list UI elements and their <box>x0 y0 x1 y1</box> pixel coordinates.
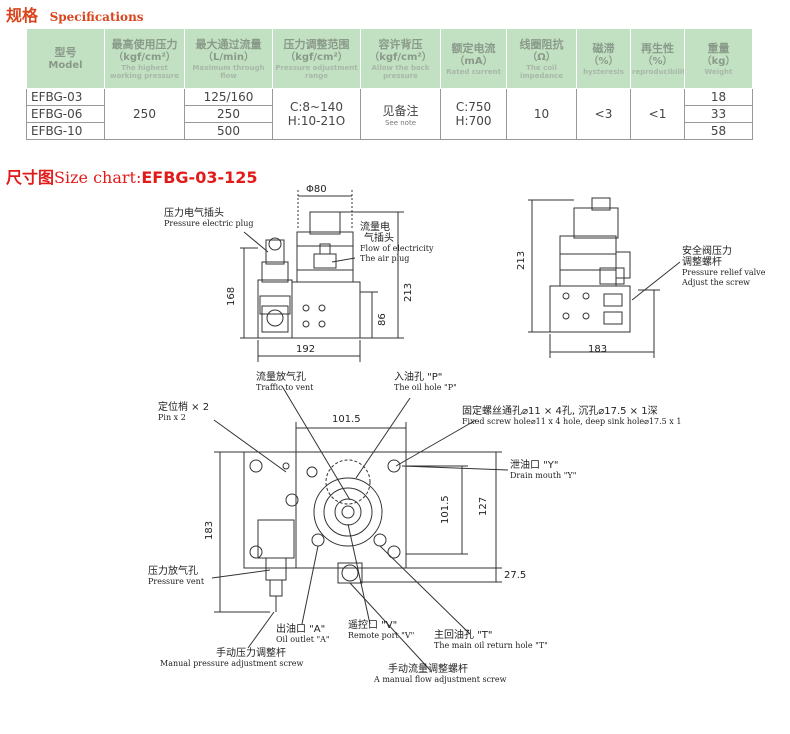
header-range: 压力调整范围（kgf/cm²）Pressure adjustment range <box>272 28 361 89</box>
size-chart-title: 尺寸图Size chart:EFBG-03-125 <box>6 168 258 187</box>
dim-101-5-side: 101.5 <box>440 495 451 524</box>
dim-183-side: 183 <box>588 344 608 355</box>
table-row: EFBG-06 250 33 <box>26 105 753 123</box>
label-oil-hole-p: 入油孔 "P"The oil hole "P" <box>394 372 457 392</box>
header-weight: 重量（kg）Weight <box>684 28 753 89</box>
dim-168: 168 <box>226 286 237 306</box>
cell-weight: 58 <box>684 122 753 140</box>
cell-flow: 125/160 <box>184 88 273 106</box>
cell-repro: <1 <box>630 88 685 140</box>
header-pressure: 最高使用压力（kgf/cm²）The highest working press… <box>104 28 185 89</box>
cell-flow: 500 <box>184 122 273 140</box>
label-drain: 泄油口 "Y"Drain mouth "Y" <box>510 460 577 480</box>
cell-impedance: 10 <box>506 88 577 140</box>
dim-127: 127 <box>478 496 489 516</box>
dim-86: 86 <box>377 313 388 326</box>
dim-101-5-top: 101.5 <box>332 414 361 425</box>
cell-weight: 18 <box>684 88 753 106</box>
label-oil-outlet: 出油口 "A"Oil outlet "A" <box>276 624 330 644</box>
label-flow-plug: 流量电 气插头 Flow of electricity The air plug <box>360 222 434 263</box>
dim-192: 192 <box>296 344 316 355</box>
dim-213-side: 213 <box>516 250 527 270</box>
cell-model: EFBG-10 <box>26 122 105 140</box>
front-view <box>240 190 404 362</box>
header-flow: 最大通过流量（L/min）Maximum through flow <box>184 28 273 89</box>
label-relief-screw: 安全阀压力 调整螺杆 Pressure relief valve Adjust … <box>682 246 766 287</box>
cell-weight: 33 <box>684 105 753 123</box>
dim-phi80: Φ80 <box>306 184 327 195</box>
header-hysteresis: 磁滞（%）hysteresis <box>576 28 631 89</box>
cell-pressure: 250 <box>104 88 185 140</box>
bottom-view <box>211 385 509 671</box>
dim-213-front: 213 <box>403 282 414 302</box>
specifications-title: 规格 Specifications <box>6 2 144 26</box>
label-remote-port: 遥控口 "V"Remote port "V" <box>348 620 415 640</box>
dim-183-bottom: 183 <box>204 520 215 540</box>
cell-hysteresis: <3 <box>576 88 631 140</box>
header-repro: 再生性（%）reproducibility <box>630 28 685 89</box>
spec-title-en: Specifications <box>49 10 144 24</box>
spec-title-cn: 规格 <box>6 6 39 25</box>
header-impedance: 线圈阻抗（Ω）The coil impedance <box>506 28 577 89</box>
table-row: EFBG-10 500 58 <box>26 122 753 140</box>
header-backpressure: 容许背压（kgf/cm²）Allow the back pressure <box>360 28 441 89</box>
label-return-hole: 主回油孔 "T"The main oil return hole "T" <box>434 630 548 650</box>
side-view <box>528 197 681 358</box>
header-current: 额定电流（mA）Rated current <box>440 28 507 89</box>
dim-27-5: 27.5 <box>504 570 527 581</box>
